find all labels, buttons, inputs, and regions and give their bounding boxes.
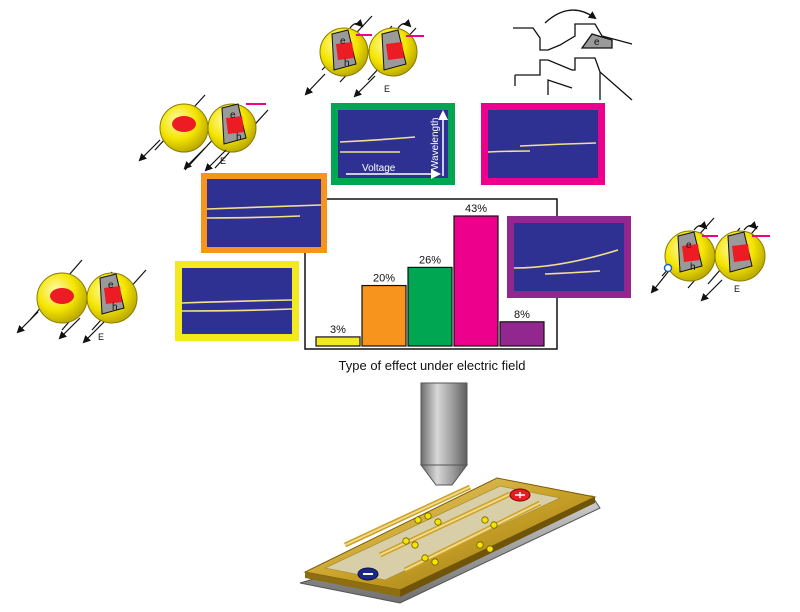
wavelength-label: Wavelength	[430, 118, 441, 170]
dot-pair-right: e h E	[650, 217, 770, 302]
bar-chart: 3% 20% 26% 43% 8% Type of effect under elect…	[304, 198, 558, 373]
bar-5	[499, 321, 545, 347]
field-label: E	[734, 284, 740, 294]
electron-label: e	[108, 280, 114, 291]
hole-label: h	[112, 302, 118, 313]
dot-pair-top: e h E	[304, 15, 424, 98]
inset-panel-orange	[201, 173, 327, 253]
electron-label: e	[594, 37, 600, 48]
field-label: E	[220, 156, 226, 166]
bar-1	[315, 336, 361, 347]
electron-label: e	[230, 110, 236, 121]
electron-label: e	[340, 36, 346, 47]
bar-value-label-3: 26%	[419, 254, 441, 266]
dot-pair-left-lower: e h E	[16, 259, 147, 344]
voltage-label: Voltage	[362, 163, 396, 174]
bar-value-label-2: 20%	[373, 273, 395, 285]
inset-panel-purple	[507, 216, 631, 298]
bar-3	[407, 266, 453, 347]
bar-group: 3% 20% 26% 43% 8%	[315, 203, 545, 347]
field-label: E	[98, 332, 104, 342]
bar-value-label-4: 43%	[465, 203, 487, 215]
hole-label: h	[344, 58, 350, 69]
microscope-objective	[420, 382, 468, 486]
dot-pair-left-upper: e h E	[138, 94, 269, 172]
quantum-dot-markers	[402, 512, 498, 566]
bar-2	[361, 284, 407, 347]
band-diagram: e	[513, 9, 633, 101]
inset-panel-yellow	[175, 261, 299, 341]
field-label: E	[384, 84, 390, 94]
hole-label: h	[690, 262, 696, 273]
inset-panel-green: Voltage Wavelength	[331, 103, 455, 185]
transition-arrow	[544, 9, 597, 24]
device-chip	[299, 477, 601, 604]
hole-label: h	[236, 132, 242, 143]
bar-value-label-5: 8%	[514, 309, 530, 321]
bar-4	[453, 215, 499, 347]
inset-panel-magenta	[481, 103, 605, 185]
chart-xlabel: Type of effect under electric field	[339, 358, 526, 373]
bar-value-label-1: 3%	[330, 324, 346, 336]
electron-label: e	[686, 240, 692, 251]
